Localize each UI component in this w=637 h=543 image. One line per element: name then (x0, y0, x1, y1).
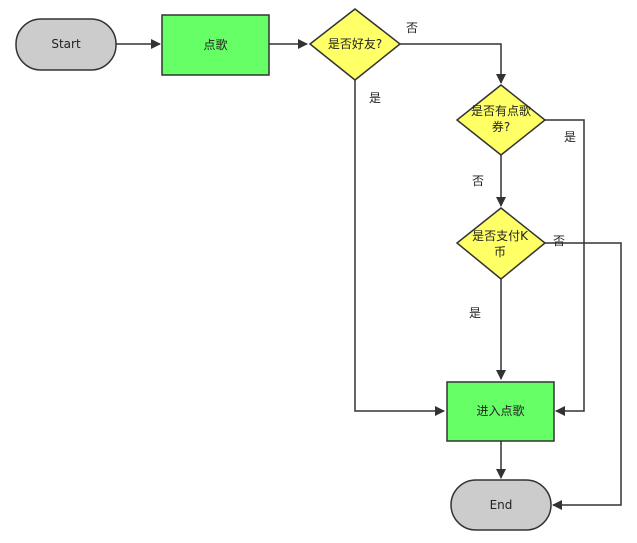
node-pay-k-label-line1: 是否支付K (472, 229, 529, 243)
edge-labels: 否 是 是 否 否 是 (369, 21, 576, 320)
edge-has-coupon-yes (545, 119, 585, 416)
node-end-label: End (490, 498, 513, 512)
node-enter: 进入点歌 (446, 381, 555, 442)
label-has-coupon-no: 否 (472, 174, 484, 188)
node-dian-ge-label: 点歌 (203, 37, 227, 52)
node-is-friend: 是否好友? (308, 8, 402, 81)
edge-is-friend-yes (354, 80, 445, 416)
node-pay-k: 是否支付K 币 (455, 207, 547, 280)
node-start: Start (15, 18, 117, 71)
node-end: End (450, 479, 552, 531)
node-enter-label: 进入点歌 (476, 403, 524, 418)
node-start-label: Start (51, 37, 81, 51)
node-is-friend-label: 是否好友? (328, 37, 382, 51)
label-pay-k-no: 否 (553, 234, 565, 248)
node-has-coupon-label-line1: 是否有点歌 (471, 103, 531, 118)
node-has-coupon-label-line2: 券? (492, 119, 510, 134)
node-dian-ge: 点歌 (161, 14, 270, 76)
node-has-coupon: 是否有点歌 券? (455, 84, 547, 156)
node-pay-k-label-line2: 币 (494, 245, 506, 259)
label-pay-k-yes: 是 (469, 306, 481, 320)
label-is-friend-yes: 是 (369, 91, 381, 105)
label-is-friend-no: 否 (406, 21, 418, 35)
edge-pay-k-no (545, 242, 622, 510)
label-has-coupon-yes: 是 (564, 130, 576, 144)
edges (116, 39, 622, 510)
edge-is-friend-no (400, 43, 506, 84)
